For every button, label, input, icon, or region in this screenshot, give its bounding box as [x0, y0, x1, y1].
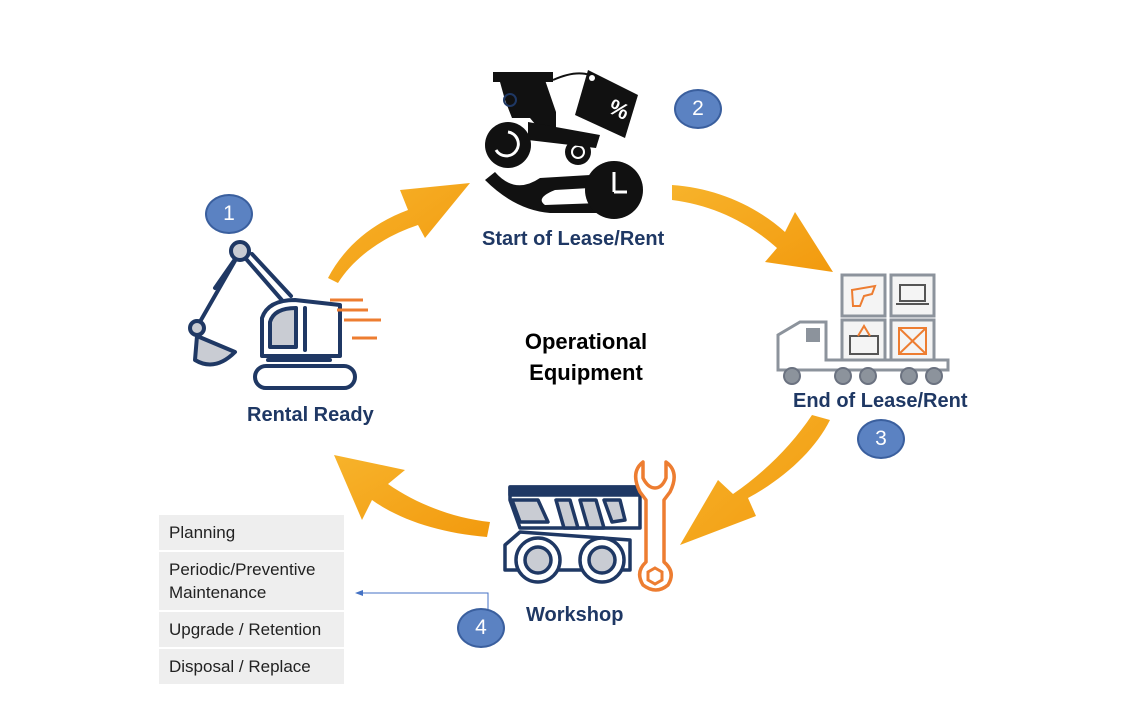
step-badge-4: 4	[457, 608, 505, 648]
step-badge-2: 2	[674, 89, 722, 129]
center-title-line1: Operational	[524, 329, 648, 354]
wrench-icon	[633, 460, 676, 592]
arrow-workshop-to-rental	[334, 455, 490, 537]
step-badge-1: 1	[205, 194, 253, 234]
task-item: Upgrade / Retention	[159, 612, 344, 647]
arrow-end-to-workshop	[680, 415, 830, 545]
step-label-start-of-lease: Start of Lease/Rent	[482, 228, 665, 250]
task-item: Disposal / Replace	[159, 649, 344, 684]
arrow-rental-to-start	[328, 183, 470, 283]
task-item: Periodic/Preventive Maintenance	[159, 552, 344, 610]
truck-inventory-icon	[776, 273, 950, 385]
step-badge-3: 3	[857, 419, 905, 459]
center-title: Operational Equipment	[486, 326, 686, 388]
workshop-task-list: Planning Periodic/Preventive Maintenance…	[159, 515, 344, 686]
step-label-rental-ready: Rental Ready	[247, 404, 374, 426]
dump-truck-wrench-icon	[503, 485, 642, 584]
excavator-icon	[188, 240, 357, 390]
task-connector	[355, 590, 489, 613]
motion-lines	[330, 298, 381, 340]
lease-tractor-icon: %	[485, 70, 643, 219]
arrow-start-to-end	[672, 185, 833, 272]
center-title-line2: Equipment	[529, 360, 643, 385]
task-item: Planning	[159, 515, 344, 550]
step-label-workshop: Workshop	[526, 604, 624, 626]
step-label-end-of-lease: End of Lease/Rent	[793, 390, 968, 412]
